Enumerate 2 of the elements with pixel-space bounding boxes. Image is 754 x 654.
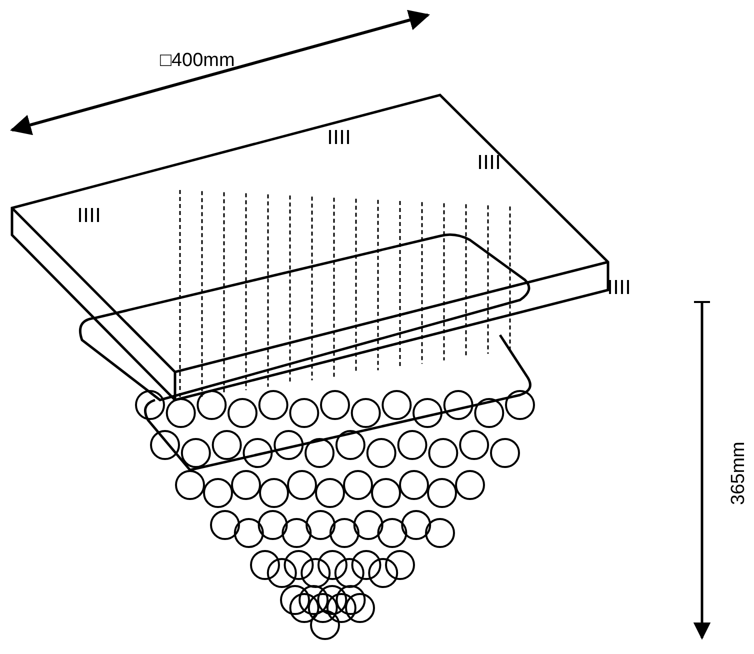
dimension-label: □400mm — [160, 50, 235, 72]
dimension-label: 365mm — [728, 442, 750, 505]
